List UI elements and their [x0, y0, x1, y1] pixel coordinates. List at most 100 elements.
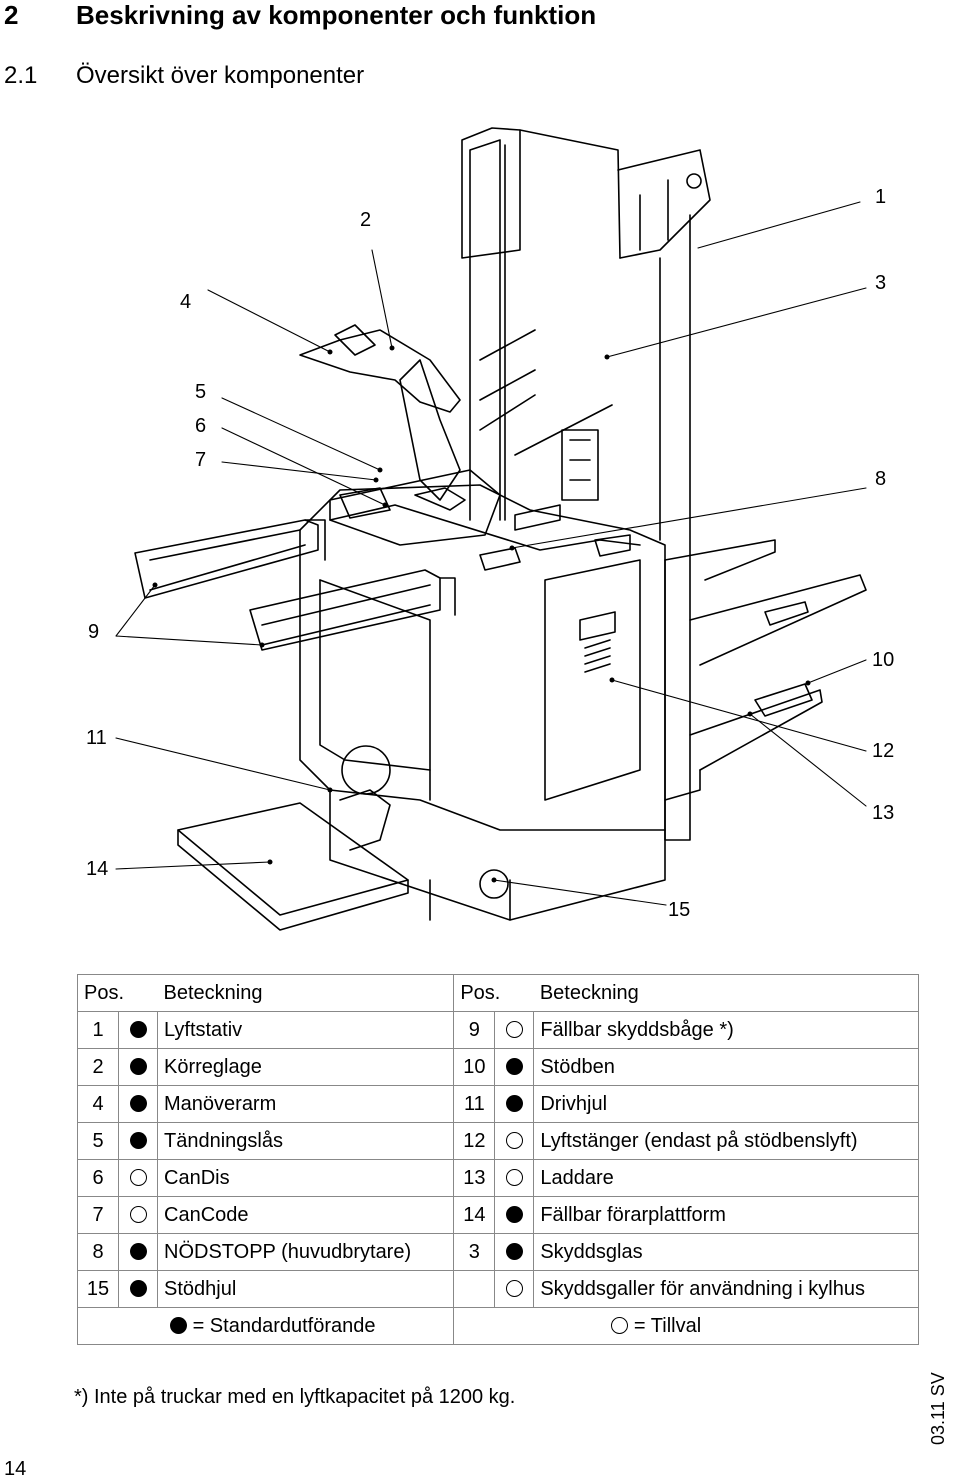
document-code: 03.11 SV	[928, 1372, 948, 1445]
callout-15: 15	[668, 899, 691, 921]
component-pos-left: 4	[77, 1085, 119, 1123]
component-label-left: Tändningslås	[156, 1122, 455, 1160]
standard-dot-icon	[129, 1095, 147, 1112]
standard-dot-icon	[505, 1058, 523, 1075]
component-pos-left: 2	[77, 1048, 119, 1086]
component-label-left: NÖDSTOPP (huvudbrytare)	[156, 1233, 455, 1271]
component-mark-left	[118, 1196, 158, 1234]
component-pos-right: 9	[453, 1011, 496, 1049]
page-number: 14	[4, 1458, 27, 1480]
component-mark-left	[118, 1233, 158, 1271]
component-mark-left	[118, 1048, 158, 1086]
component-mark-right	[494, 1048, 535, 1086]
component-pos-left: 8	[77, 1233, 119, 1271]
standard-dot-icon	[129, 1021, 147, 1038]
chapter-title: Beskrivning av komponenter och funktion	[76, 0, 597, 30]
header-label-right: Beteckning	[533, 974, 919, 1012]
option-ring-icon	[129, 1169, 147, 1186]
component-table: Pos. Beteckning Pos. Beteckning 1 Lyftsta…	[76, 974, 919, 1345]
callout-13: 13	[872, 802, 895, 824]
component-label-right: Skyddsgaller för användning i kylhus	[533, 1270, 919, 1308]
option-ring-icon	[611, 1317, 629, 1334]
legend-standard-text: = Standardutförande	[192, 1315, 376, 1337]
component-label-right: Lyftstänger (endast på stödbenslyft)	[533, 1122, 919, 1160]
platform-drawing	[177, 802, 409, 931]
component-mark-right	[494, 1122, 535, 1160]
component-pos-left: 15	[77, 1270, 119, 1308]
component-label-right: Stödben	[533, 1048, 919, 1086]
standard-dot-icon	[505, 1206, 523, 1223]
callout-2: 2	[360, 209, 372, 231]
header-pos-right: Pos.	[453, 974, 534, 1012]
component-pos-right	[453, 1270, 496, 1308]
component-mark-right	[494, 1159, 535, 1197]
table-header-row: Pos. Beteckning Pos. Beteckning	[77, 974, 919, 1012]
chapter-number: 2	[4, 0, 19, 30]
component-pos-left: 7	[77, 1196, 119, 1234]
component-pos-right: 3	[453, 1233, 496, 1271]
component-mark-left	[118, 1011, 158, 1049]
component-pos-right: 13	[453, 1159, 496, 1197]
standard-dot-icon	[129, 1132, 147, 1149]
callout-6: 6	[195, 415, 207, 437]
component-label-right: Laddare	[533, 1159, 919, 1197]
option-ring-icon	[505, 1280, 523, 1297]
legend-option-text: = Tillval	[633, 1315, 702, 1337]
forks-drawing	[664, 539, 867, 801]
component-label-right: Skyddsglas	[533, 1233, 919, 1271]
callout-14: 14	[86, 858, 109, 880]
component-mark-right	[494, 1011, 535, 1049]
legend-standard-cell: = Standardutförande	[76, 1307, 455, 1345]
callout-7: 7	[195, 449, 207, 471]
callout-11: 11	[86, 727, 107, 749]
console-tiller-drawing	[299, 324, 631, 571]
component-mark-left	[118, 1122, 158, 1160]
standard-dot-icon	[129, 1058, 147, 1075]
callout-4: 4	[180, 291, 192, 313]
standard-dot-icon	[505, 1095, 523, 1112]
callout-9: 9	[88, 621, 100, 643]
standard-dot-icon	[129, 1280, 147, 1297]
component-label-left: Lyftstativ	[156, 1011, 455, 1049]
component-label-left: Manöverarm	[156, 1085, 455, 1123]
component-label-right: Fällbar skyddsbåge *)	[533, 1011, 919, 1049]
component-mark-left	[118, 1270, 158, 1308]
header-label-left: Beteckning	[157, 974, 455, 1012]
mast-drawing	[461, 127, 711, 841]
component-mark-right	[494, 1233, 535, 1271]
stacker-illustration	[115, 127, 867, 931]
component-pos-left: 5	[77, 1122, 119, 1160]
callout-5: 5	[195, 381, 207, 403]
component-mark-right	[494, 1085, 535, 1123]
component-mark-right	[494, 1270, 535, 1308]
component-pos-right: 10	[453, 1048, 496, 1086]
callout-3: 3	[875, 272, 887, 294]
component-label-left: Körreglage	[156, 1048, 455, 1086]
section-title: Översikt över komponenter	[76, 62, 365, 89]
table-row: 15 Stödhjul Skyddsgaller för användning i …	[77, 1270, 919, 1308]
component-label-left: Stödhjul	[156, 1270, 455, 1308]
legend-option-cell: = Tillval	[453, 1307, 919, 1345]
component-pos-right: 11	[453, 1085, 496, 1123]
side-arms-drawing	[134, 519, 456, 651]
component-pos-left: 1	[77, 1011, 119, 1049]
footnote: *) Inte på truckar med en lyftkapacitet …	[74, 1386, 516, 1408]
component-label-left: CanCode	[156, 1196, 455, 1234]
component-mark-left	[118, 1159, 158, 1197]
leader-lines	[115, 201, 867, 906]
standard-dot-icon	[505, 1243, 523, 1260]
callout-8: 8	[875, 468, 887, 490]
callout-10: 10	[872, 649, 895, 671]
component-label-right: Drivhjul	[533, 1085, 919, 1123]
component-pos-left: 6	[77, 1159, 119, 1197]
callout-1: 1	[875, 186, 887, 208]
chassis-drawing	[299, 484, 666, 921]
component-pos-right: 12	[453, 1122, 496, 1160]
